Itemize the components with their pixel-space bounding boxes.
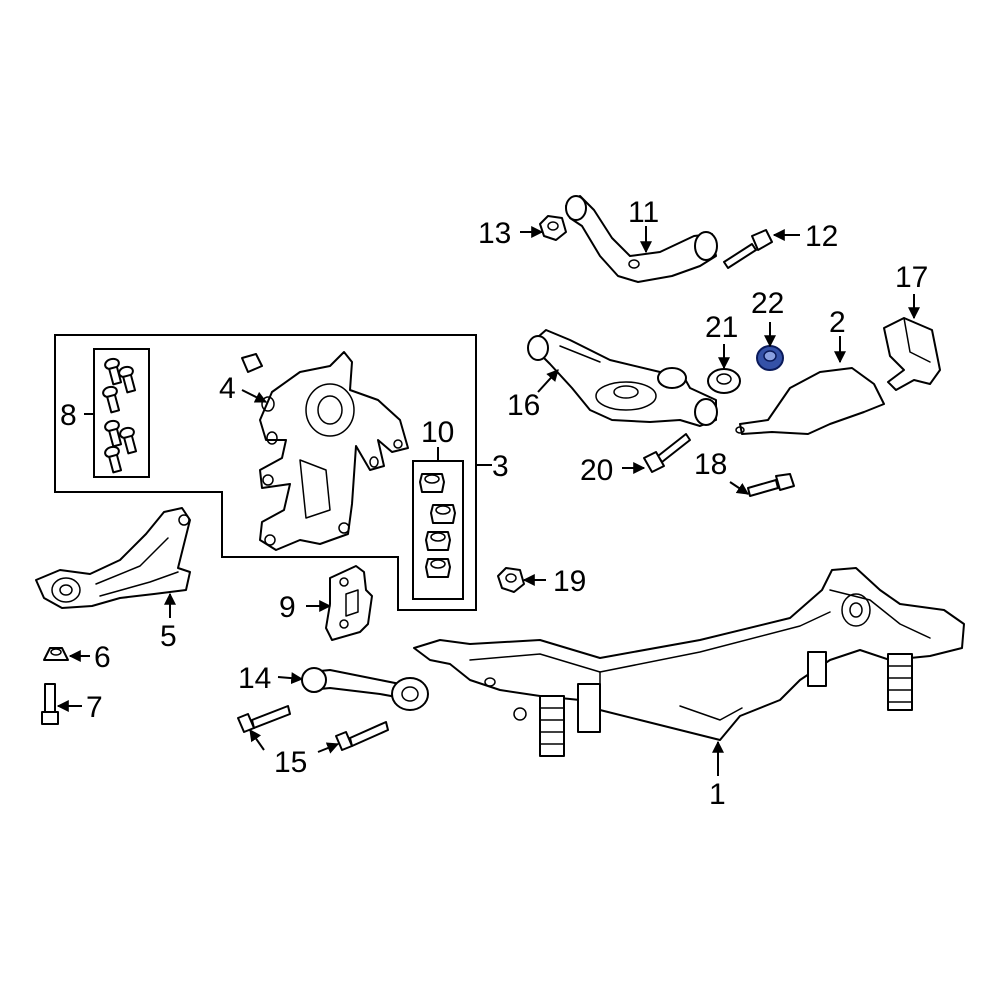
part-15-bolts — [237, 705, 389, 751]
part-22-bushing-highlighted[interactable] — [756, 345, 784, 371]
part-8-bolts — [102, 357, 138, 474]
callout-19: 19 — [553, 565, 586, 598]
callout-8: 8 — [60, 399, 77, 432]
part-2-shield — [735, 367, 885, 435]
part-7-bolt — [41, 683, 59, 725]
callout-labels: 1 2 3 4 5 6 7 8 9 10 11 12 13 14 15 16 1… — [60, 196, 928, 811]
part-9-bracket — [325, 565, 373, 641]
callout-13: 13 — [478, 217, 511, 250]
knuckle-kit-group-box — [54, 334, 477, 611]
callout-15: 15 — [274, 746, 307, 779]
part-17-bracket — [883, 317, 941, 391]
callout-12: 12 — [805, 220, 838, 253]
callout-20: 20 — [580, 454, 613, 487]
part-14-link — [301, 667, 429, 711]
callout-7: 7 — [86, 691, 103, 724]
part-13-nut — [539, 215, 567, 241]
callout-4: 4 — [219, 372, 236, 405]
part-18-bolt — [747, 473, 795, 497]
part-21-washer — [707, 368, 741, 394]
part-19-nut — [497, 567, 525, 593]
part-1-subframe — [413, 567, 965, 757]
callout-16: 16 — [507, 389, 540, 422]
callout-18: 18 — [694, 448, 727, 481]
callout-3: 3 — [492, 450, 509, 483]
callout-22: 22 — [751, 287, 784, 320]
callout-10: 10 — [421, 416, 454, 449]
callout-14: 14 — [238, 662, 271, 695]
part-11-upper-arm — [565, 195, 718, 283]
leader-arrows — [56, 226, 920, 776]
part-10-bushings — [419, 473, 456, 578]
part-6-nut — [43, 647, 69, 661]
callout-5: 5 — [160, 620, 177, 653]
callout-21: 21 — [705, 311, 738, 344]
callout-1: 1 — [709, 778, 726, 811]
callout-17: 17 — [895, 261, 928, 294]
part-4-knuckle — [241, 351, 409, 551]
callout-2: 2 — [829, 306, 846, 339]
part-16-lower-control-arm — [527, 329, 718, 427]
callout-9: 9 — [279, 591, 296, 624]
part-20-bolt — [643, 433, 691, 473]
callout-6: 6 — [94, 641, 111, 674]
callout-11: 11 — [628, 196, 659, 229]
part-12-bolt — [723, 229, 773, 269]
part-5-trailing-arm — [35, 507, 191, 609]
